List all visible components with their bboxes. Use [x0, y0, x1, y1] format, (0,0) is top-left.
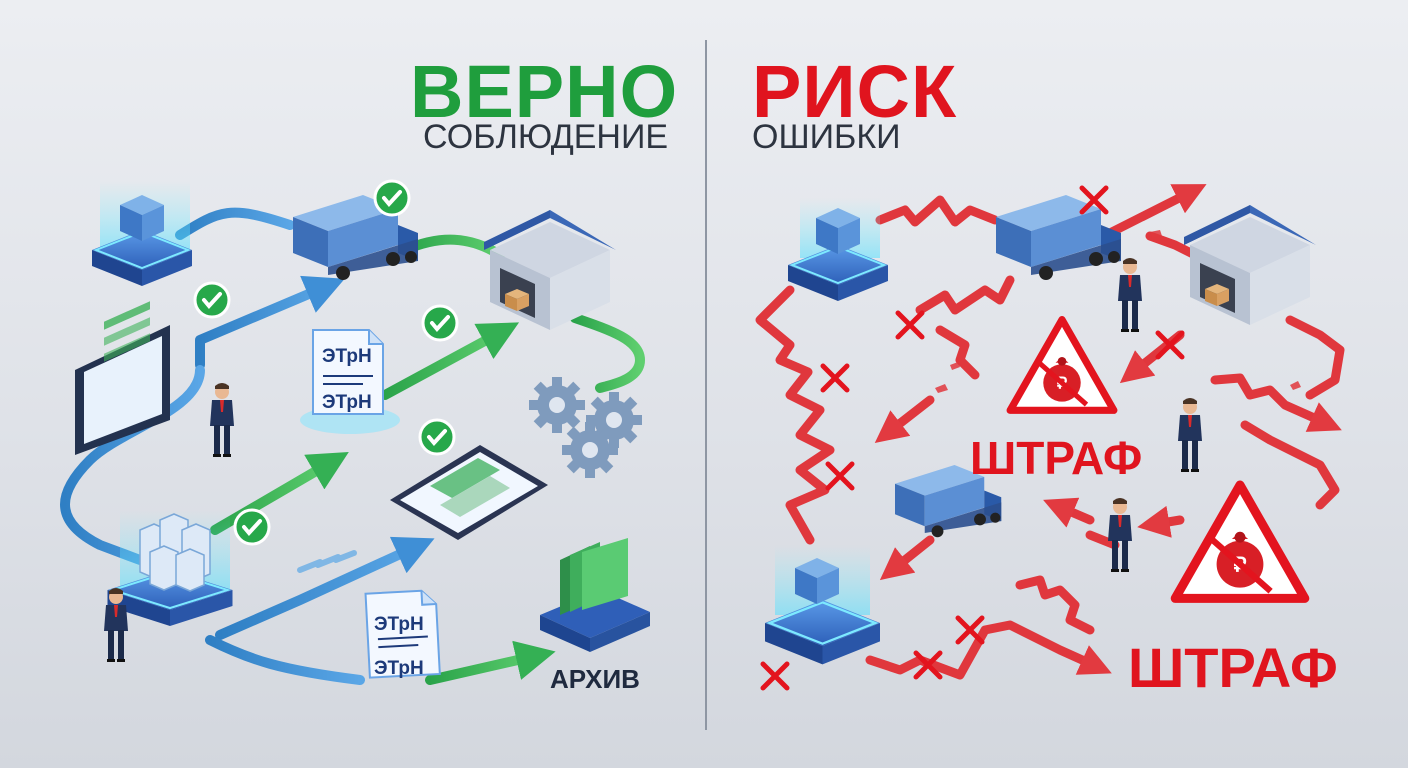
warehouse-icon [1184, 205, 1316, 325]
box-icon [763, 545, 882, 666]
archive-label: АРХИВ [550, 664, 640, 694]
penalty-label: ШТРАФ [970, 432, 1143, 484]
cross-icon [898, 313, 922, 337]
left-subtitle: СОБЛЮДЕНИЕ [423, 118, 669, 156]
box-icon [787, 198, 889, 302]
box-icon [91, 180, 193, 287]
person-icon [1118, 258, 1142, 332]
cross-icon [958, 618, 982, 642]
warehouse-icon [484, 210, 616, 330]
tablet-icon [390, 445, 548, 540]
checkmark-icon [418, 418, 456, 456]
document-label: ЭТрН [374, 658, 424, 679]
tablet-icon [75, 301, 170, 455]
warning-triangle-icon [1010, 320, 1114, 411]
cross-icon [763, 664, 787, 688]
gears-icon [529, 377, 642, 478]
left-title: ВЕРНО [410, 50, 679, 133]
archive-folder-icon [540, 538, 650, 652]
right-subtitle: ОШИБКИ [752, 118, 901, 156]
checkmark-icon [373, 179, 411, 217]
left-flow-lines [60, 207, 645, 685]
checkmark-icon [193, 281, 231, 319]
warning-triangle-icon [1175, 485, 1305, 598]
document-icon: ЭТрН ЭТрН [364, 589, 441, 679]
right-title: РИСК [752, 50, 958, 133]
person-icon [210, 383, 234, 457]
document-label: ЭТрН [322, 392, 372, 413]
broken-fragments [935, 230, 1301, 393]
document-icon: ЭТрН ЭТрН [300, 329, 400, 434]
person-icon [1178, 398, 1202, 472]
document-label: ЭТрН [374, 614, 424, 635]
server-icon [106, 510, 234, 628]
cross-icon [823, 366, 847, 390]
cross-icon [828, 464, 852, 488]
checkmark-icon [421, 304, 459, 342]
document-label: ЭТрН [322, 346, 372, 367]
penalty-label: ШТРАФ [1128, 636, 1338, 699]
person-icon [1108, 498, 1132, 572]
right-flow-lines [755, 184, 1345, 680]
checkmark-icon [233, 508, 271, 546]
